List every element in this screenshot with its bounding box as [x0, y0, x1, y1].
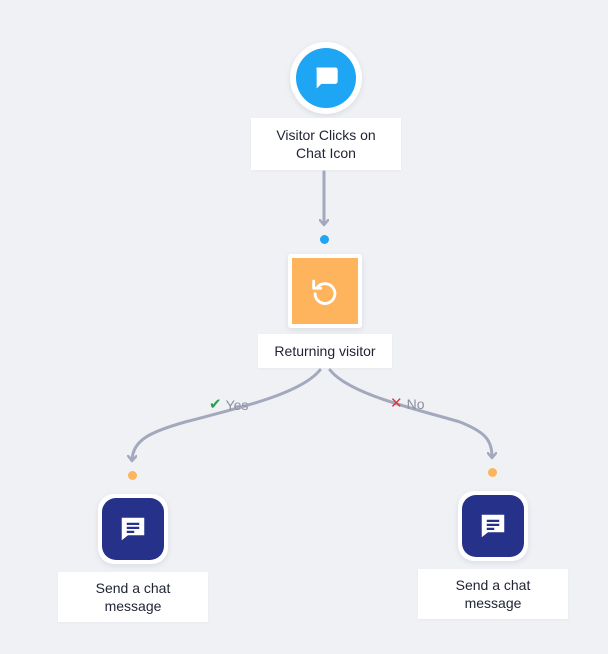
no-branch-label: ✕ No — [390, 395, 425, 413]
chat-message-icon — [102, 498, 164, 560]
action-node-label-no[interactable]: Send a chat message — [418, 569, 568, 619]
yes-branch-label: ✔ Yes — [209, 396, 249, 414]
yes-branch-connector — [132, 368, 322, 460]
action-node-icon-yes[interactable] — [98, 494, 168, 564]
connector-endpoint-dot — [488, 468, 497, 477]
condition-node-icon[interactable] — [288, 254, 362, 328]
connector-endpoint-dot — [320, 235, 329, 244]
check-icon: ✔ — [209, 396, 222, 413]
yes-branch-text: Yes — [225, 397, 249, 413]
condition-node-label[interactable]: Returning visitor — [258, 334, 392, 368]
trigger-node-icon[interactable] — [290, 42, 362, 114]
connector-endpoint-dot — [128, 471, 137, 480]
action-node-label-yes[interactable]: Send a chat message — [58, 572, 208, 622]
no-branch-text: No — [406, 396, 425, 412]
trigger-node-label[interactable]: Visitor Clicks on Chat Icon — [251, 118, 401, 170]
no-branch-connector — [328, 368, 492, 457]
chat-bubble-icon — [296, 48, 356, 108]
chat-message-icon — [462, 495, 524, 557]
x-icon: ✕ — [390, 395, 403, 412]
rotate-left-icon — [292, 258, 358, 324]
action-node-icon-no[interactable] — [458, 491, 528, 561]
